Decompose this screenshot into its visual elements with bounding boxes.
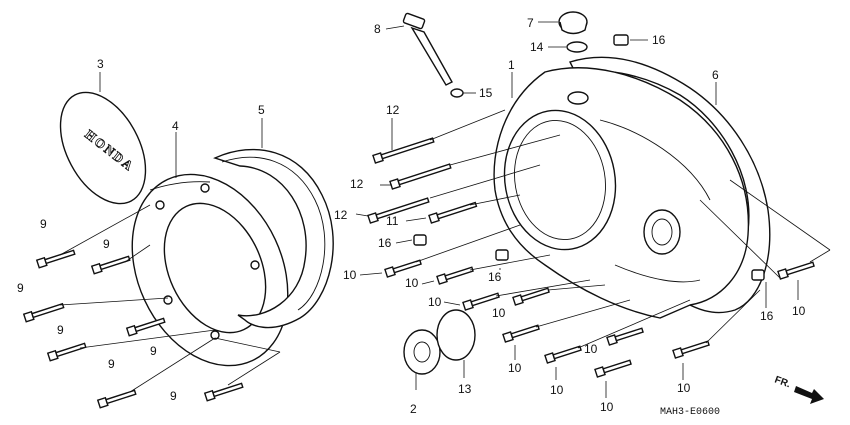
- callout-12-b: 12: [350, 177, 364, 191]
- callout-7: 7: [527, 16, 534, 30]
- part-10-11-12-bolts: [367, 137, 815, 378]
- callout-6: 6: [712, 68, 719, 82]
- callout-16-b: 16: [378, 236, 392, 250]
- callout-9-f: 9: [108, 357, 115, 371]
- callout-9-e: 9: [150, 344, 157, 358]
- callout-1: 1: [508, 58, 515, 72]
- callout-9-a: 9: [40, 217, 47, 231]
- part-3-emblem-cover: HONDA: [59, 91, 147, 205]
- callout-10-e: 10: [508, 361, 522, 375]
- left-leader-lines: [59, 72, 281, 393]
- front-arrow-icon: [794, 386, 824, 404]
- callout-13: 13: [458, 382, 472, 396]
- part-15-o-ring: [450, 88, 464, 98]
- callout-10-a: 10: [343, 268, 357, 282]
- part-4-cover-ring: [131, 173, 289, 367]
- callout-10-j: 10: [792, 304, 806, 318]
- callout-5: 5: [258, 103, 265, 117]
- callout-11: 11: [386, 214, 399, 228]
- callout-10-i: 10: [677, 381, 691, 395]
- part-5-gasket: [213, 148, 334, 329]
- part-14-o-ring: [566, 41, 588, 53]
- callout-15: 15: [479, 86, 493, 100]
- callout-12-a: 12: [386, 103, 400, 117]
- callout-8: 8: [374, 22, 381, 36]
- right-leader-lines: [355, 21, 831, 398]
- callout-10-h: 10: [600, 400, 614, 414]
- callout-2: 2: [410, 402, 417, 416]
- part-2-seal: [403, 329, 441, 375]
- part-13-o-ring: [436, 309, 476, 361]
- callout-10-g: 10: [584, 342, 598, 356]
- diagram-code: MAH3-E0600: [660, 407, 720, 418]
- callout-14: 14: [530, 40, 544, 54]
- part-7-filler-cap: [558, 11, 588, 35]
- callout-4: 4: [172, 119, 179, 133]
- callout-16-d: 16: [760, 309, 774, 323]
- callout-16-a: 16: [652, 33, 666, 47]
- callout-labels: 3 4 5 9 9 9 9 9 9 9 8 7 14 16 15 1 6 12 …: [17, 16, 806, 416]
- part-6-gasket: [569, 56, 771, 314]
- callout-9-b: 9: [103, 237, 110, 251]
- part-16-dowel-pins: [413, 34, 765, 281]
- callout-10-f: 10: [550, 383, 564, 397]
- callout-10-c: 10: [428, 295, 442, 309]
- callout-3: 3: [97, 57, 104, 71]
- callout-9-d: 9: [57, 323, 64, 337]
- part-9-bolts: [22, 249, 244, 409]
- callout-9-g: 9: [170, 389, 177, 403]
- front-direction-label: FR.: [773, 374, 792, 390]
- callout-9-c: 9: [17, 281, 24, 295]
- callout-12-c: 12: [334, 208, 348, 222]
- front-direction-marker: FR.: [773, 374, 824, 404]
- part-8-dipstick: [402, 12, 453, 86]
- callout-10-b: 10: [405, 276, 419, 290]
- callout-16-c: 16: [488, 270, 502, 284]
- part-1-crankcase-cover: [493, 67, 750, 319]
- callout-10-d: 10: [492, 306, 506, 320]
